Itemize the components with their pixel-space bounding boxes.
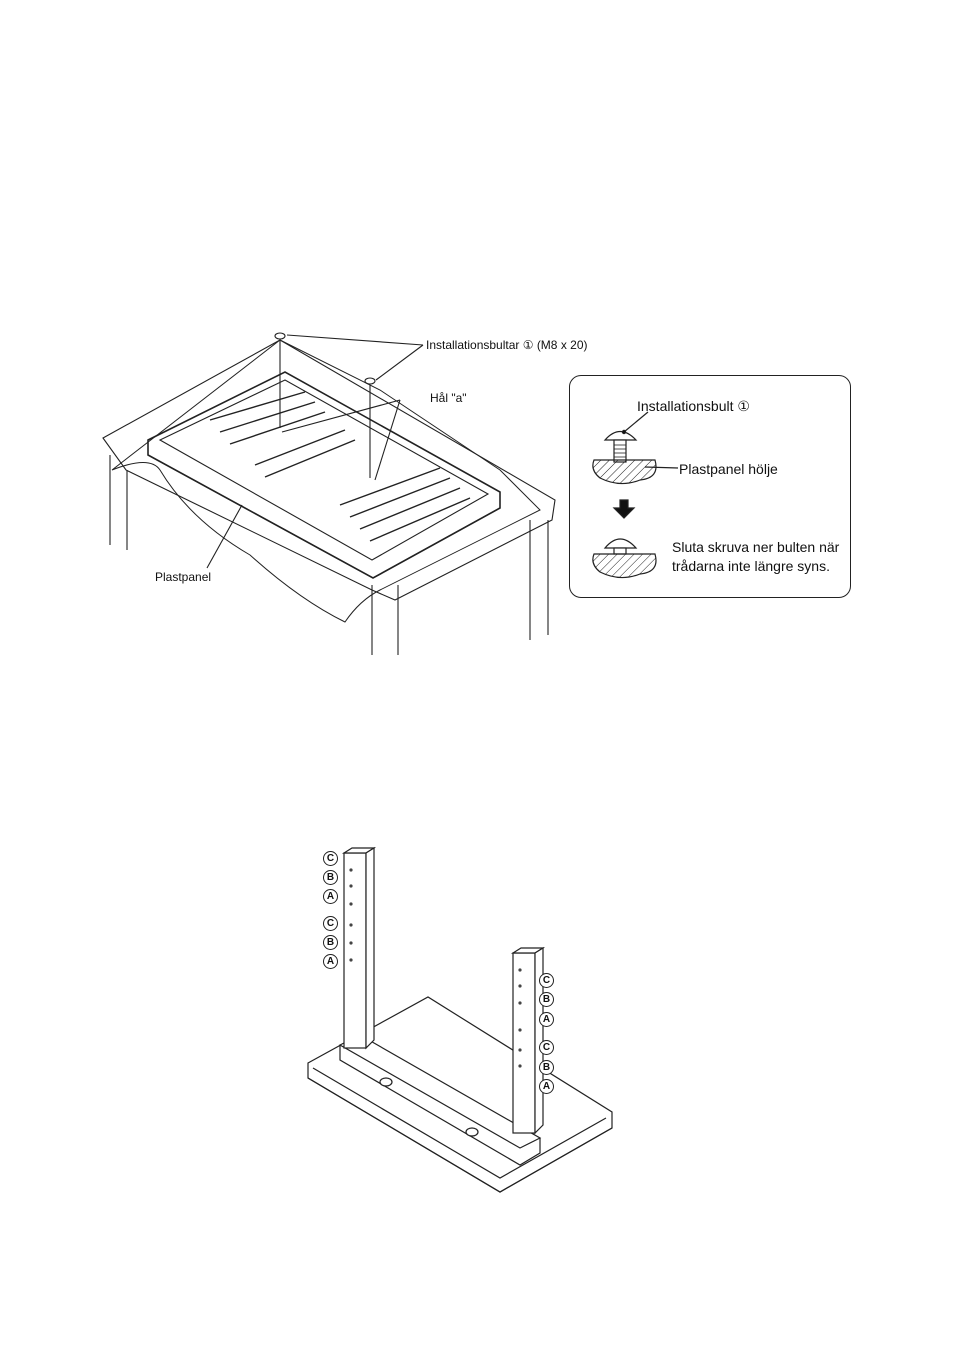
left-post-letter: B [323, 935, 338, 950]
left-post-letter: C [323, 851, 338, 866]
right-post-letter: B [539, 992, 554, 1007]
right-post-letter: A [539, 1079, 554, 1094]
right-post-letter: B [539, 1060, 554, 1075]
right-post-letter: A [539, 1012, 554, 1027]
left-post-letter: C [323, 916, 338, 931]
left-post-letter: A [323, 954, 338, 969]
right-post-letter: C [539, 973, 554, 988]
left-post-letter: A [323, 889, 338, 904]
right-post-letter: C [539, 1040, 554, 1055]
left-post-letter: B [323, 870, 338, 885]
